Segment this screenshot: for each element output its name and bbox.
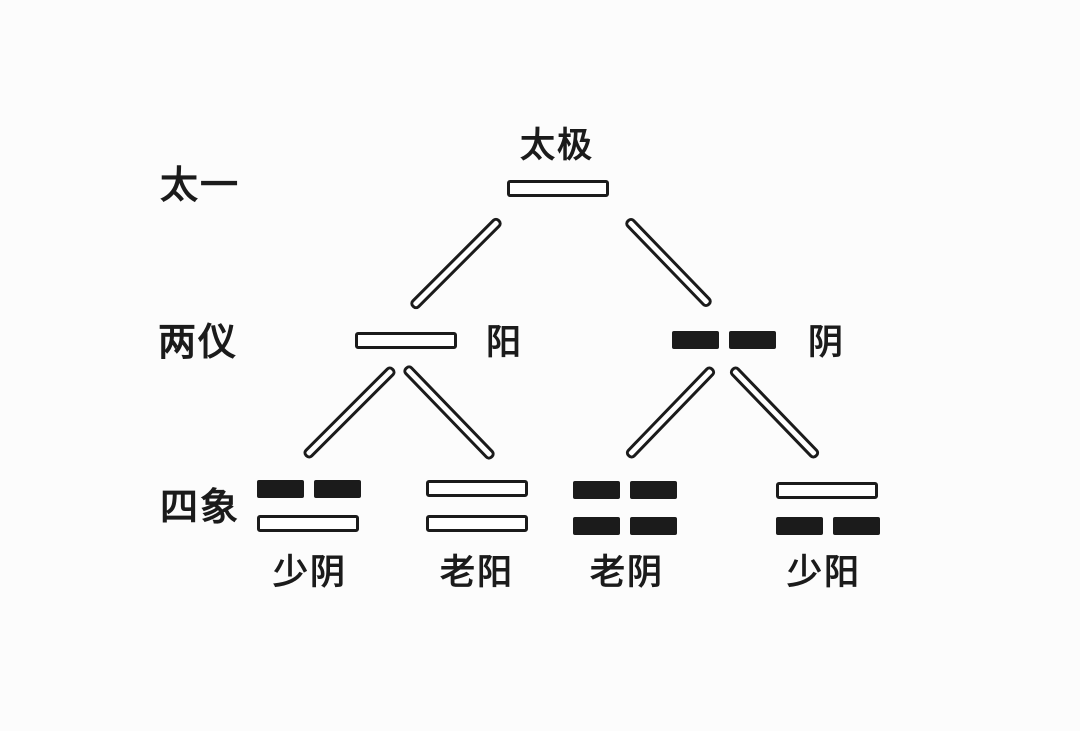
laoyin-label: 老阴 [589,553,665,593]
connector-yang-shaoyin [301,364,398,461]
taiji-label: 太极 [519,126,595,166]
yin-segment [672,331,719,349]
yin-segment [630,517,677,535]
shaoyin-label: 少阴 [272,553,348,593]
yin-line [573,481,677,499]
yang-line [426,480,528,497]
row-label-liangyi: 两仪 [158,320,239,364]
shaoyang-label: 少阳 [786,553,862,593]
yang-line [776,482,878,499]
yin-segment [314,480,361,498]
yin-line [776,517,880,535]
laoyang-label: 老阳 [439,553,515,593]
row-label-sixiang: 四象 [160,485,241,529]
yin-form-line [672,331,776,349]
yin-segment [573,481,620,499]
yang-form-label: 阳 [486,323,524,363]
yin-segment [630,481,677,499]
connector-taiji-yin [623,215,714,310]
connector-yin-shaoyang [727,364,822,461]
yin-segment [729,331,776,349]
yin-line [573,517,677,535]
connector-yang-laoyang [401,363,497,462]
yin-form-label: 阴 [808,323,846,363]
yin-segment [833,517,880,535]
taiji-yang-line [507,180,609,197]
yang-line [426,515,528,532]
yin-segment [257,480,304,498]
yin-segment [776,517,823,535]
connector-taiji-yang [408,215,504,312]
row-label-taiyi: 太一 [160,163,241,207]
connector-yin-laoyin [623,364,718,461]
yang-line [257,515,359,532]
yin-line [257,480,361,498]
yang-form-line [355,332,457,349]
yin-segment [573,517,620,535]
